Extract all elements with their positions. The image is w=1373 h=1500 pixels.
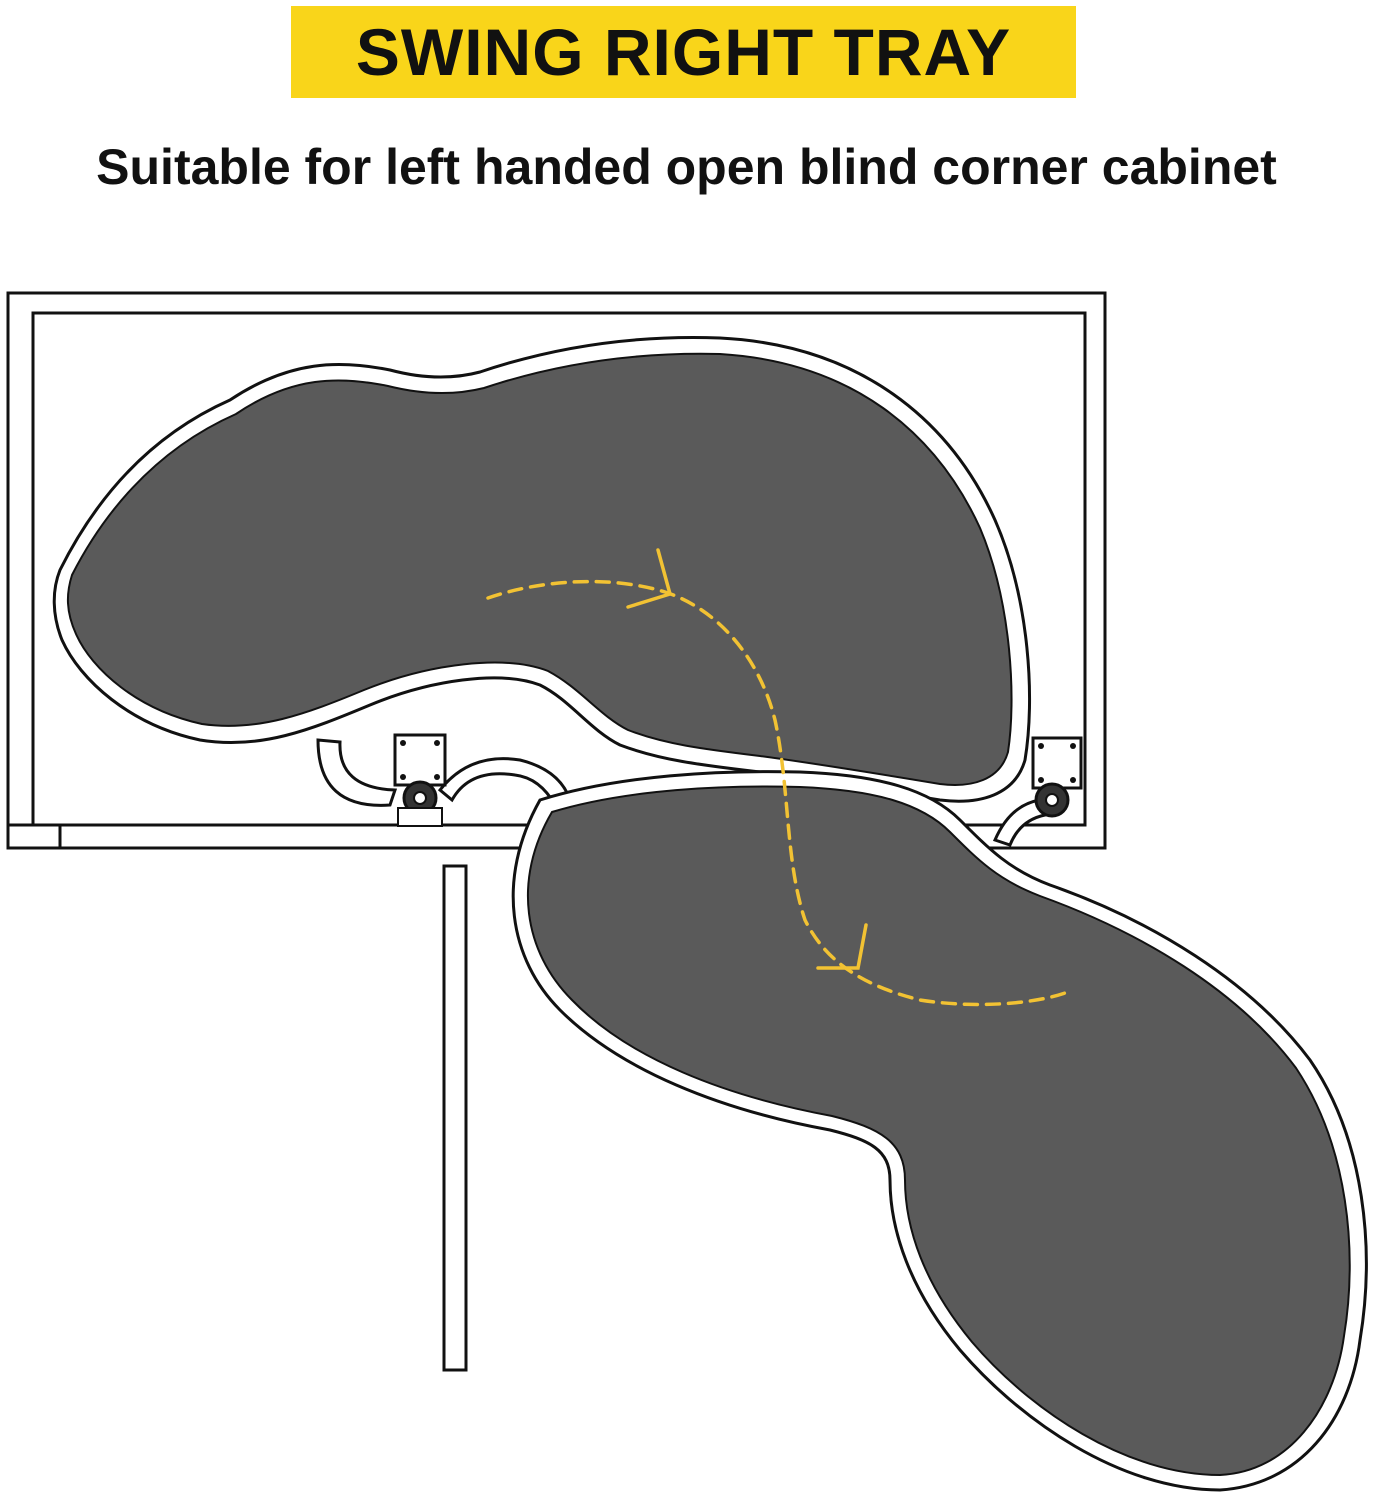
left-hinge <box>316 733 572 827</box>
right-hinge <box>992 736 1083 847</box>
lower-tray <box>511 770 1368 1492</box>
page-title: SWING RIGHT TRAY <box>355 15 1012 89</box>
cabinet-door-panel <box>442 864 468 1372</box>
title-banner: SWING RIGHT TRAY <box>291 6 1076 98</box>
dashed-curved-arrow-icon <box>486 548 1067 1007</box>
upper-tray <box>52 335 1032 803</box>
page-subtitle: Suitable for left handed open blind corn… <box>96 139 1277 195</box>
